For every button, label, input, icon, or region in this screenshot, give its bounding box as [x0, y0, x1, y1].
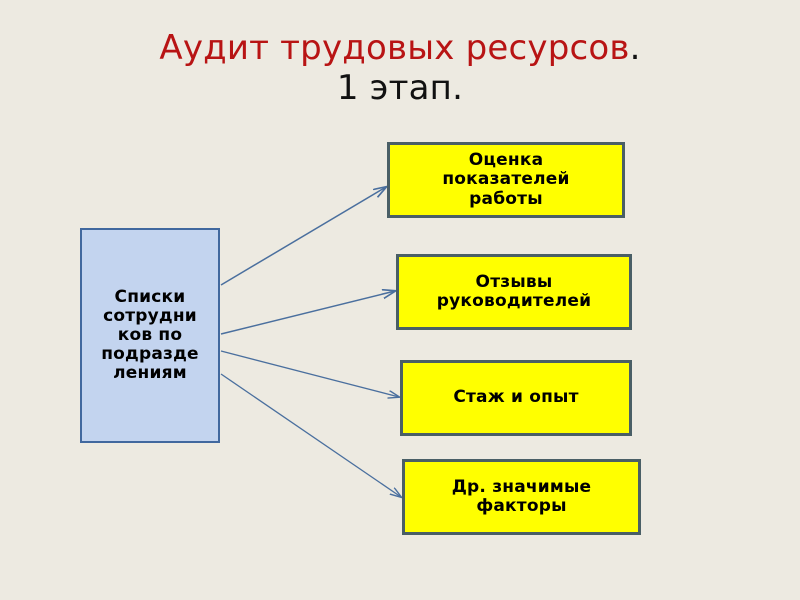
- page-title: Аудит трудовых ресурсов. 1 этап.: [0, 28, 800, 108]
- diagram-node-experience[interactable]: Стаж и опыт: [400, 360, 632, 436]
- diagram-node-other[interactable]: Др. значимые факторы: [402, 459, 641, 535]
- diagram-node-feedback-label: Отзывы руководителей: [436, 271, 592, 311]
- title-line-2: 1 этап.: [336, 68, 464, 109]
- title-line-1: Аудит трудовых ресурсов.: [0, 28, 800, 68]
- title-main-text: Аудит трудовых ресурсов: [159, 28, 630, 68]
- diagram-node-experience-label: Стаж и опыт: [453, 387, 579, 408]
- diagram-node-source[interactable]: Списки сотрудни ков по подразде лениям: [80, 228, 220, 443]
- diagram-node-other-label: Др. значимые факторы: [451, 476, 592, 516]
- diagram-node-eval[interactable]: Оценка показателей работы: [387, 142, 625, 218]
- diagram-node-source-label: Списки сотрудни ков по подразде лениям: [101, 286, 199, 384]
- diagram-node-feedback[interactable]: Отзывы руководителей: [396, 254, 632, 330]
- diagram-node-eval-label: Оценка показателей работы: [442, 150, 570, 209]
- title-period: .: [629, 28, 641, 68]
